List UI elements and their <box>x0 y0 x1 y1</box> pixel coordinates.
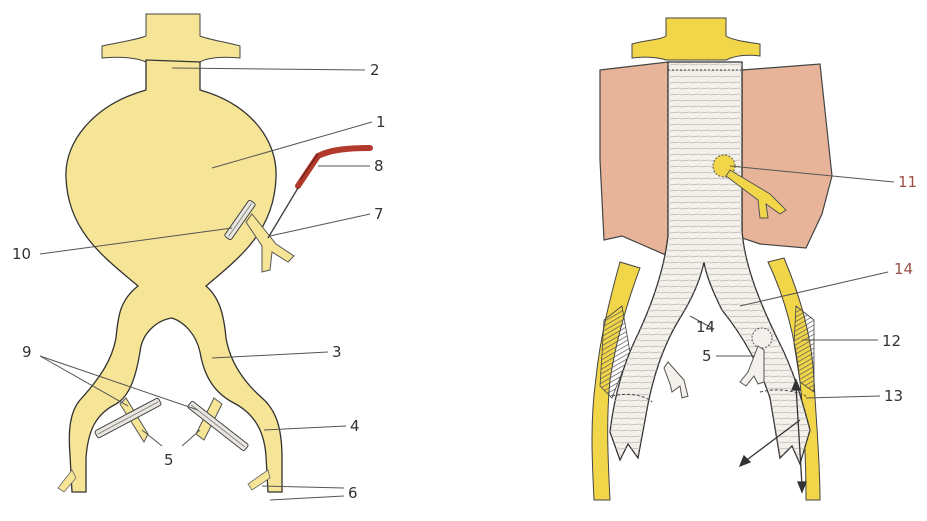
iliac-reimplant-patch <box>752 328 772 348</box>
label-9: 9 <box>22 343 32 361</box>
label-12: 12 <box>882 332 901 350</box>
label-7: 7 <box>374 205 384 223</box>
label-5-right: 5 <box>702 347 712 365</box>
label-10: 10 <box>12 245 31 263</box>
right-small-branch <box>248 470 270 490</box>
aneurysm-sac <box>66 60 282 492</box>
catheter-tube-highlight <box>300 154 318 180</box>
label-3: 3 <box>332 343 342 361</box>
muscle-flap-left <box>600 62 668 256</box>
label-5-left: 5 <box>164 451 174 469</box>
left-small-stub <box>664 362 688 398</box>
label-2: 2 <box>370 61 380 79</box>
label-4: 4 <box>350 417 360 435</box>
label-1: 1 <box>376 113 386 131</box>
suture-zone-right <box>794 306 814 392</box>
label-11: 11 <box>898 173 917 191</box>
label-13: 13 <box>884 387 903 405</box>
left-figure: 2 1 8 7 10 3 9 4 5 6 <box>12 14 386 502</box>
label-14-right: 14 <box>894 260 913 278</box>
muscle-flap-right <box>742 64 832 248</box>
upper-branch-vessel <box>102 14 240 62</box>
label-6: 6 <box>348 484 358 502</box>
right-figure: 11 14 14 12 5 13 <box>592 18 917 500</box>
mesenteric-branch <box>246 214 294 272</box>
aorta-stub <box>632 18 760 60</box>
label-14-center: 14 <box>696 318 715 336</box>
label-8: 8 <box>374 157 384 175</box>
